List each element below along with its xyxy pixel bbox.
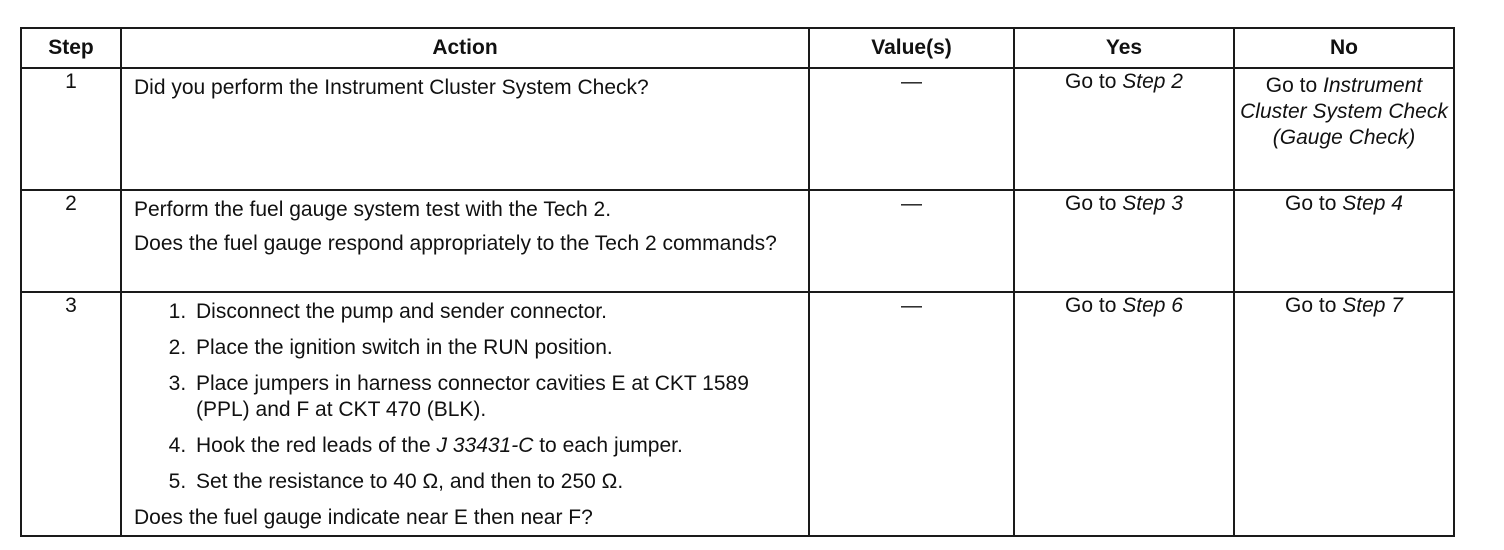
step-number: 3: [20, 291, 122, 537]
value-cell: —: [808, 291, 1015, 537]
yes-prefix: Go to: [1065, 70, 1123, 93]
no-prefix: Go to: [1285, 192, 1343, 215]
action-question: Does the fuel gauge indicate near E then…: [134, 506, 593, 529]
no-cell[interactable]: Go to Step 7: [1233, 291, 1455, 537]
yes-cell[interactable]: Go to Step 3: [1013, 189, 1235, 293]
table-row: 1 Did you perform the Instrument Cluster…: [20, 67, 1455, 191]
no-cell[interactable]: Go to Step 4: [1233, 189, 1455, 293]
action-list-item-pre: Hook the red leads of the: [196, 434, 437, 457]
step-number: 2: [20, 189, 122, 293]
action-list-item: Set the resistance to 40 Ω, and then to …: [192, 469, 798, 495]
header-row: Step Action Value(s) Yes No: [20, 27, 1455, 69]
action-text: Did you perform the Instrument Cluster S…: [134, 76, 649, 99]
yes-prefix: Go to: [1065, 192, 1123, 215]
no-prefix: Go to: [1285, 294, 1343, 317]
value-cell: —: [808, 67, 1015, 191]
table-row: 2 Perform the fuel gauge system test wit…: [20, 189, 1455, 293]
no-step-link[interactable]: Step 4: [1342, 192, 1403, 215]
header-values: Value(s): [808, 27, 1015, 69]
value-cell: —: [808, 189, 1015, 293]
action-list-item: Disconnect the pump and sender connector…: [192, 299, 798, 325]
action-list-item: Hook the red leads of the J 33431-C to e…: [192, 433, 798, 459]
header-no: No: [1233, 27, 1455, 69]
diagnostic-table: Step Action Value(s) Yes No 1 Did you pe…: [20, 27, 1455, 537]
no-prefix: Go to: [1265, 74, 1323, 97]
yes-cell[interactable]: Go to Step 2: [1013, 67, 1235, 191]
action-list-item: Place the ignition switch in the RUN pos…: [192, 335, 798, 361]
action-text: Perform the fuel gauge system test with …: [134, 198, 612, 221]
yes-cell[interactable]: Go to Step 6: [1013, 291, 1235, 537]
yes-step-link[interactable]: Step 2: [1122, 70, 1183, 93]
tool-reference: J 33431-C: [436, 434, 534, 457]
yes-step-link[interactable]: Step 6: [1122, 294, 1183, 317]
action-cell: Did you perform the Instrument Cluster S…: [120, 67, 810, 191]
yes-step-link[interactable]: Step 3: [1122, 192, 1183, 215]
header-step: Step: [20, 27, 122, 69]
action-cell: Disconnect the pump and sender connector…: [120, 291, 810, 537]
no-step-link[interactable]: Step 7: [1342, 294, 1403, 317]
no-cell[interactable]: Go to Instrument Cluster System Check (G…: [1233, 67, 1455, 191]
header-action: Action: [120, 27, 810, 69]
step-number: 1: [20, 67, 122, 191]
action-list: Disconnect the pump and sender connector…: [134, 299, 798, 495]
table-row: 3 Disconnect the pump and sender connect…: [20, 291, 1455, 537]
action-list-item: Place jumpers in harness connector cavit…: [192, 371, 798, 423]
header-yes: Yes: [1013, 27, 1235, 69]
action-list-item-post: to each jumper.: [533, 434, 683, 457]
yes-prefix: Go to: [1065, 294, 1123, 317]
no-step-link[interactable]: Instrument Cluster System Check (Gauge C…: [1240, 74, 1448, 149]
action-cell: Perform the fuel gauge system test with …: [120, 189, 810, 293]
action-question: Does the fuel gauge respond appropriatel…: [134, 232, 777, 255]
